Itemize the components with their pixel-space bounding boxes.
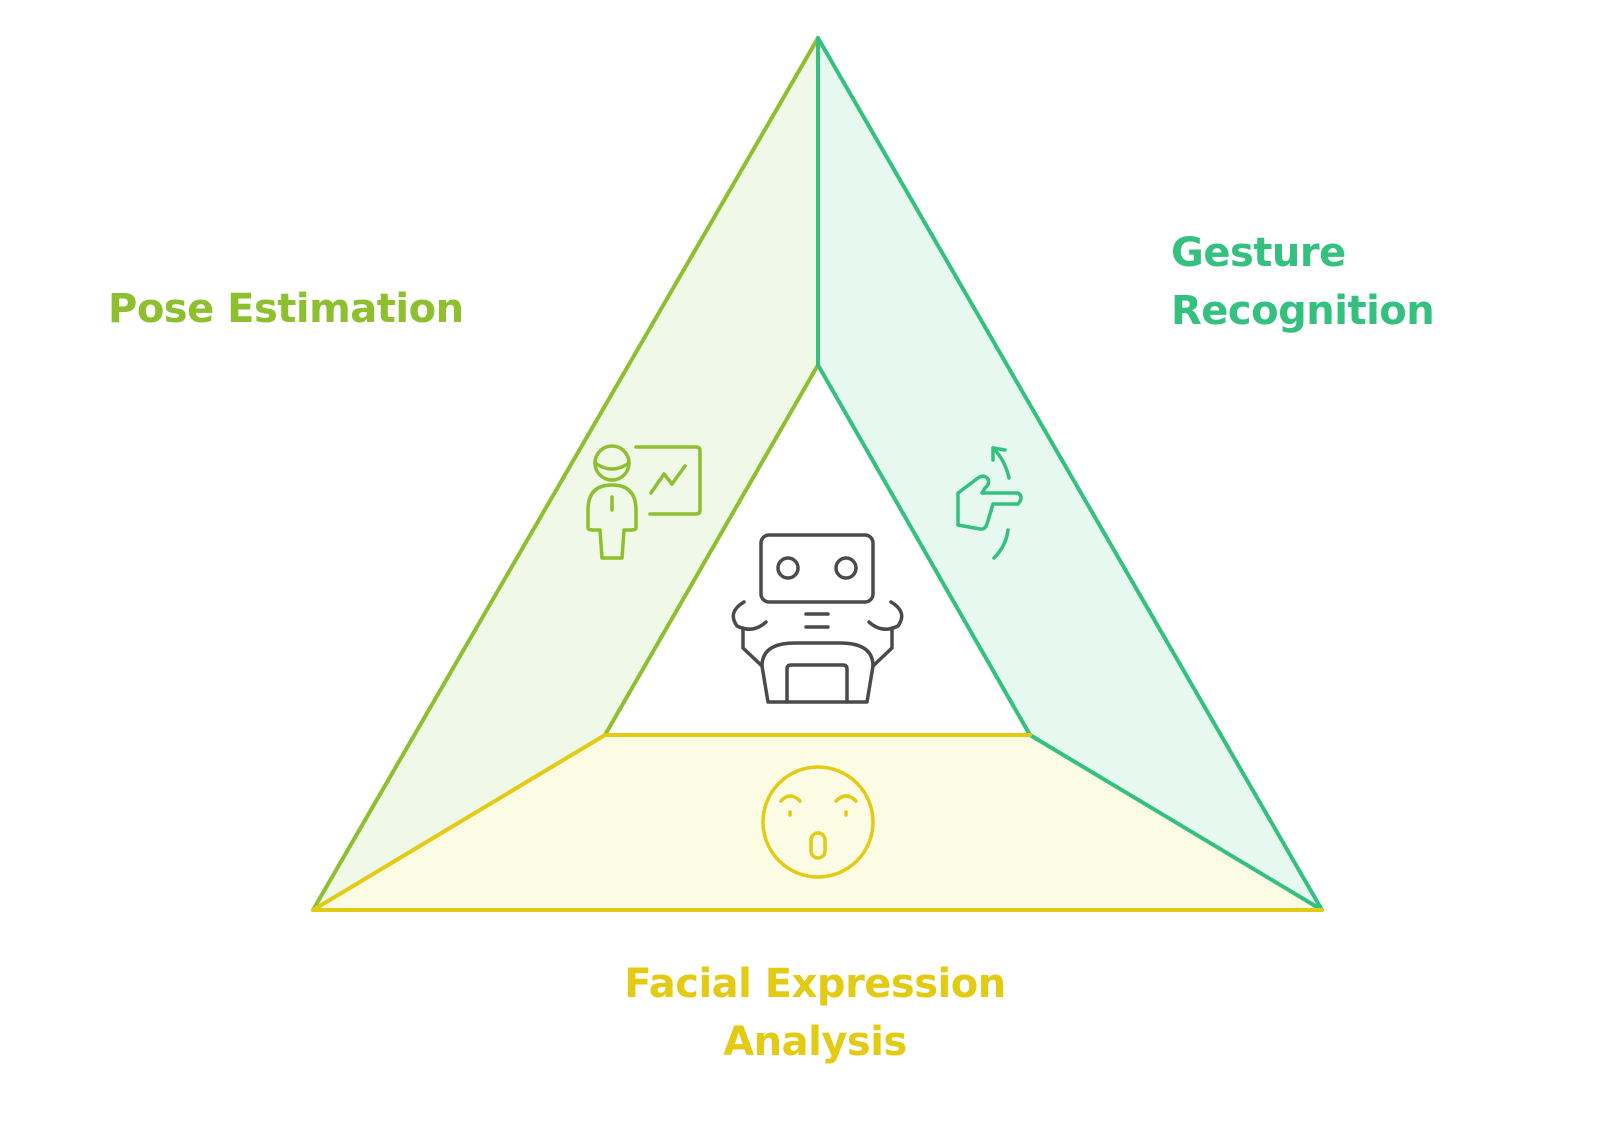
facial-expression-label-line-1: Facial Expression: [624, 961, 1006, 1007]
gesture-recognition-label: Gesture Recognition: [1171, 224, 1435, 340]
gesture-inner-edge: [816, 363, 1032, 737]
facial-expression-section: [313, 735, 1322, 910]
facial-expression-label: Facial Expression Analysis: [565, 955, 1065, 1071]
facial-left-edge: [311, 733, 607, 912]
facial-expression-label-line-2: Analysis: [723, 1019, 907, 1065]
gesture-recognition-label-line-2: Recognition: [1171, 288, 1435, 334]
person-chart-icon: [586, 444, 702, 560]
surprised-face-icon: [761, 765, 875, 879]
pose-estimation-label: Pose Estimation: [108, 280, 464, 338]
pose-inner-edge: [603, 363, 820, 737]
gesture-right-edge: [816, 36, 1324, 912]
gesture-recognition-label-line-1: Gesture: [1171, 230, 1346, 276]
gesture-bottom-right-edge: [1028, 733, 1324, 912]
hand-gesture-icon: [956, 446, 1023, 560]
robot-icon: [731, 533, 904, 704]
pose-estimation-label-line: Pose Estimation: [108, 286, 464, 332]
pose-left-edge: [311, 36, 820, 912]
